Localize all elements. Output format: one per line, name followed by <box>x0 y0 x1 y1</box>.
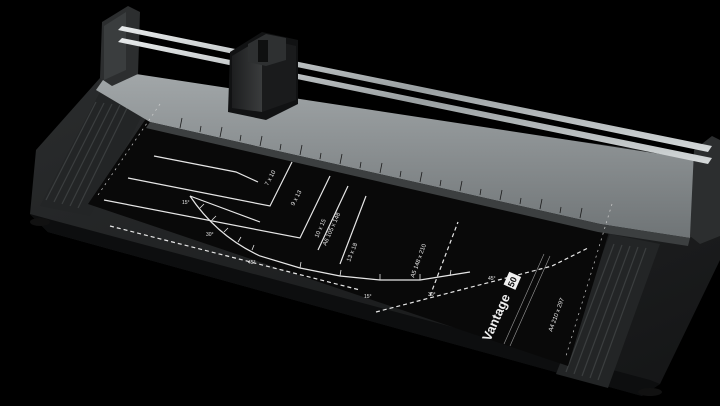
angle-label-15-upper: 15° <box>182 200 190 206</box>
board-ruler-left <box>95 103 161 199</box>
angle-label-45-upper: 45° <box>248 260 256 266</box>
angle-arc-ticks <box>199 203 452 280</box>
front-right-foot <box>638 388 662 396</box>
angle-label-30-lower: 30° <box>428 292 436 298</box>
rail-ruler-ticks <box>179 117 583 219</box>
guide-rail-shadow <box>146 122 690 246</box>
model-badge <box>503 271 522 290</box>
model-number: 50 <box>506 275 519 288</box>
left-grip-ridges <box>45 101 129 209</box>
left-grip-pad <box>40 92 150 216</box>
angle-label-30-upper: 30° <box>206 232 214 238</box>
fine-print-marks <box>503 253 551 347</box>
board-ruler-right <box>565 203 613 357</box>
front-left-foot <box>30 218 50 226</box>
cutting-board <box>88 98 620 366</box>
right-grip-pad <box>556 234 660 388</box>
base-edge-shadow <box>30 214 660 396</box>
format-guides <box>103 155 589 313</box>
angle-label-45-lower: 45° <box>488 276 496 282</box>
angle-label-15-lower: 15° <box>364 294 372 300</box>
right-grip-ridges <box>565 243 647 381</box>
right-rod-bracket <box>690 136 720 244</box>
cutting-head[interactable] <box>228 32 298 120</box>
